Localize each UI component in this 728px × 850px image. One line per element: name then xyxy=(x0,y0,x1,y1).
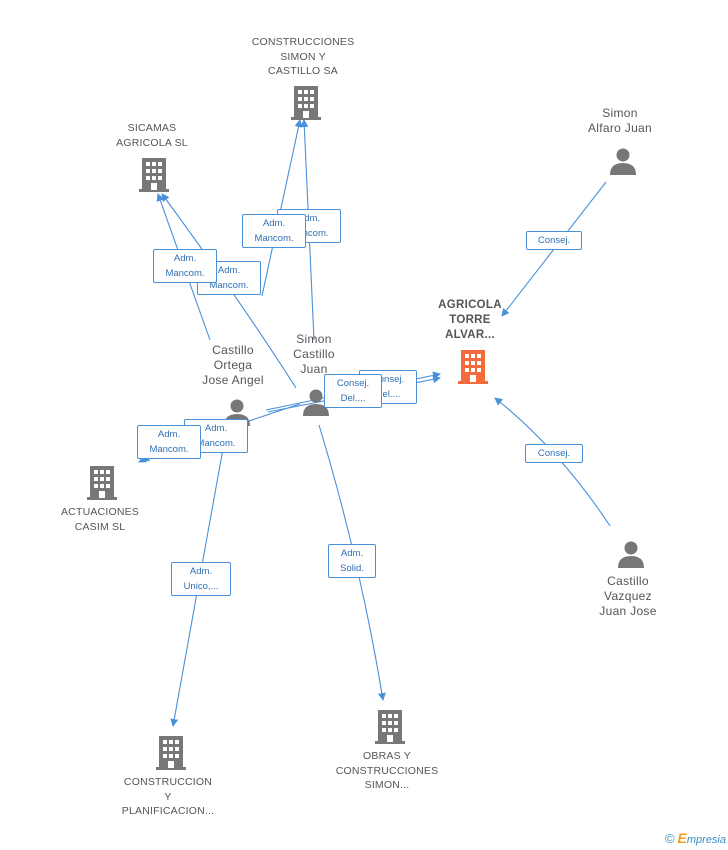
edge-label-line: Mancom. xyxy=(149,444,189,455)
edge-label[interactable]: Consej. xyxy=(526,231,582,250)
edge-label-line: Consej. xyxy=(537,235,571,246)
label-line: Juan Jose xyxy=(599,604,657,618)
label-line: ACTUACIONES xyxy=(60,506,140,518)
node-label-obras[interactable]: OBRAS Y CONSTRUCCIONES SIMON... xyxy=(327,749,447,793)
label-line: PLANIFICACION... xyxy=(121,805,215,817)
edge-label[interactable]: Adm. Solid. xyxy=(328,544,376,578)
edge-label-line: Unico,... xyxy=(183,581,219,592)
edge-label-line: Adm. xyxy=(157,429,181,440)
edge-label-line: Consej. xyxy=(537,448,571,459)
node-label-simon-alfaro[interactable]: Simon Alfaro Juan xyxy=(570,106,670,136)
edge-castillo-ortega-to-construcciones-simon xyxy=(261,119,303,297)
edge-label-line: Mancom. xyxy=(289,228,329,239)
label-line: TORRE xyxy=(449,314,491,326)
label-line: CONSTRUCCIONES xyxy=(251,36,355,48)
label-line: CASTILLO SA xyxy=(268,65,338,77)
label-line: Simon xyxy=(296,332,332,346)
label-line: Jose Angel xyxy=(202,373,264,387)
edge-label-line: Del.... xyxy=(340,393,366,404)
brand-name: mpresia xyxy=(686,834,726,846)
edge-label[interactable]: Adm. Unico,... xyxy=(171,562,231,596)
building-icon[interactable] xyxy=(291,86,321,120)
label-line: AGRICOLA xyxy=(438,299,502,311)
edge-label-line: Adm. xyxy=(340,548,364,559)
label-line: SICAMAS xyxy=(127,122,177,134)
node-label-agricola-torre[interactable]: AGRICOLA TORRE ALVAR... xyxy=(420,298,520,343)
building-icon[interactable] xyxy=(375,710,405,744)
edge-label-line: Consej. xyxy=(371,374,405,385)
edge-label[interactable]: Adm. Mancom. xyxy=(153,249,217,283)
brand-initial: E xyxy=(677,830,687,846)
empresia-brand[interactable]: ©Empresia xyxy=(665,830,726,846)
edge-label-line: Solid. xyxy=(340,563,364,574)
edge-label-line: Adm. xyxy=(204,423,228,434)
edge-label[interactable]: Adm. Mancom. xyxy=(242,214,306,248)
label-line: Ortega xyxy=(213,358,253,372)
person-icon[interactable] xyxy=(609,147,637,175)
node-label-actuaciones[interactable]: ACTUACIONES CASIM SL xyxy=(48,505,152,534)
edge-label-line: Mancom. xyxy=(196,438,236,449)
edge-label-line: Adm. xyxy=(189,566,213,577)
label-line: SIMON... xyxy=(364,779,410,791)
edge-label-line: Adm. xyxy=(173,253,197,264)
label-line: Castillo xyxy=(607,574,649,588)
edge-label[interactable]: Adm. Mancom. xyxy=(137,425,201,459)
edge-label-line: Del.... xyxy=(375,389,401,400)
edge-label[interactable]: Consej. xyxy=(525,444,583,463)
label-line: Castillo xyxy=(293,347,335,361)
node-label-construccion-planificacion[interactable]: CONSTRUCCION Y PLANIFICACION... xyxy=(108,775,228,819)
person-icon[interactable] xyxy=(617,540,645,568)
label-line: Y xyxy=(164,790,172,803)
edge-label-line: Mancom. xyxy=(254,233,294,244)
label-line: Vazquez xyxy=(604,589,652,603)
node-label-castillo-vazquez[interactable]: Castillo Vazquez Juan Jose xyxy=(578,574,678,619)
building-icon[interactable] xyxy=(156,736,186,770)
edge-simon-castillo-to-sicamas xyxy=(161,193,297,389)
label-line: SIMON Y xyxy=(280,50,326,63)
label-line: AGRICOLA SL xyxy=(116,136,188,149)
edge-label-line: Consej. xyxy=(336,378,370,389)
person-icon[interactable] xyxy=(302,388,330,416)
copyright-icon: © xyxy=(664,831,675,846)
building-icon[interactable] xyxy=(139,158,169,192)
building-icon[interactable] xyxy=(87,466,117,500)
building-icon-focus[interactable] xyxy=(458,350,488,384)
edge-label[interactable]: Consej. Del.... xyxy=(324,374,382,408)
node-label-sicamas[interactable]: SICAMAS AGRICOLA SL xyxy=(100,121,204,150)
label-line: ALVAR... xyxy=(445,329,495,341)
edge-label-line: Adm. xyxy=(262,218,286,229)
node-label-castillo-ortega[interactable]: Castillo Ortega Jose Angel xyxy=(183,343,283,388)
edge-label-line: Mancom. xyxy=(165,268,205,279)
node-label-construcciones-simon[interactable]: CONSTRUCCIONES SIMON Y CASTILLO SA xyxy=(243,35,363,79)
label-line: CONSTRUCCIONES xyxy=(335,764,439,777)
label-line: Castillo xyxy=(212,343,254,357)
edge-label-line: Mancom. xyxy=(209,280,249,291)
edge-label-line: Adm. xyxy=(217,265,241,276)
label-line: Juan xyxy=(300,362,328,376)
edge-label-line: Adm. xyxy=(297,213,321,224)
label-line: CONSTRUCCION xyxy=(123,776,213,788)
label-line: Simon xyxy=(602,106,638,120)
label-line: CASIM SL xyxy=(74,520,126,533)
label-line: OBRAS Y xyxy=(363,750,411,762)
node-label-simon-castillo[interactable]: Simon Castillo Juan xyxy=(274,332,354,377)
label-line: Alfaro Juan xyxy=(587,121,652,135)
